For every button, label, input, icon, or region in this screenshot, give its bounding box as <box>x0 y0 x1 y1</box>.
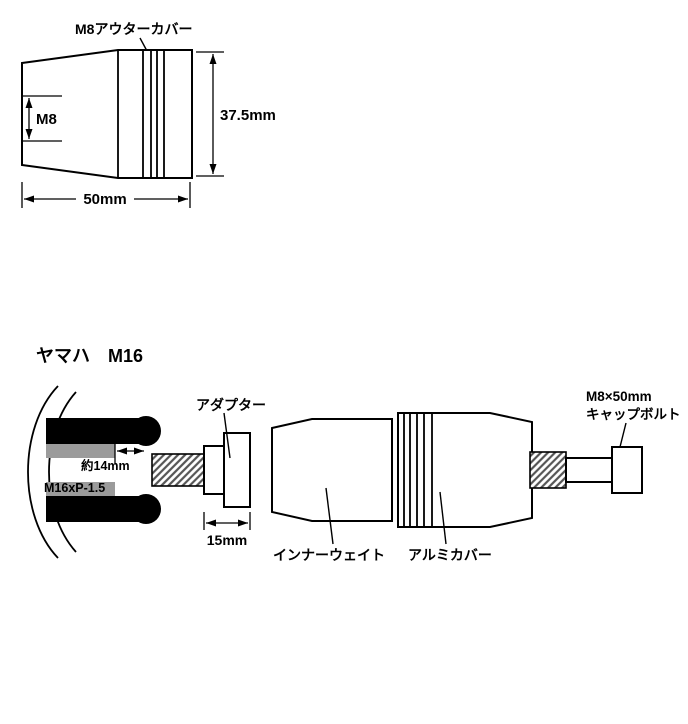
handlebar-thread-bottom <box>46 482 115 496</box>
inner-weight-label: インナーウェイト <box>273 547 385 563</box>
assembly-diagram: ヤマハ M16 約14mm M16xP-1.5 <box>27 346 681 563</box>
adapter-length-text: 15mm <box>207 532 247 548</box>
cap-bolt-shape <box>529 446 643 494</box>
height-dim-text: 37.5mm <box>220 107 276 124</box>
adapter-stud-thread <box>151 453 205 487</box>
cap-bolt-label-line2: キャップボルト <box>586 407 681 422</box>
bore-dim-text: M8 <box>36 111 57 128</box>
depth-dimension: 約14mm <box>81 444 144 473</box>
bore-dimension: M8 <box>22 95 62 142</box>
cap-bolt-label-line1: M8×50mm <box>586 389 652 404</box>
cap-bolt-thread <box>529 451 567 489</box>
thread-spec-text: M16xP-1.5 <box>44 481 105 495</box>
alumi-cover-leader-line <box>439 491 447 545</box>
adapter-label: アダプター <box>196 397 266 413</box>
alumi-cover-label: アルミカバー <box>408 547 492 563</box>
length-dimension: 50mm <box>21 182 191 208</box>
adapter-leader-line <box>223 412 231 459</box>
length-dim-text: 50mm <box>83 191 126 208</box>
outer-cover-label: M8アウターカバー <box>75 21 192 37</box>
alumi-cover-shape <box>397 412 533 528</box>
cap-bolt-head <box>611 446 643 494</box>
height-dimension: 37.5mm <box>196 51 276 177</box>
cap-bolt-leader-line <box>619 422 627 448</box>
assembly-title: ヤマハ M16 <box>36 346 143 366</box>
inner-weight-shape <box>271 418 393 522</box>
handlebar-break-lines <box>27 385 77 559</box>
depth-dim-text: 約14mm <box>81 458 130 473</box>
inner-weight-leader-line <box>325 487 334 545</box>
handlebar-walls <box>46 416 161 524</box>
handlebar-thread-top <box>46 444 115 458</box>
outer-cover-ridge-lines <box>117 50 165 178</box>
cap-bolt-shaft <box>565 457 613 483</box>
adapter-length-dimension: 15mm <box>203 512 251 548</box>
alumi-cover-ridge-lines <box>403 413 433 527</box>
outer-cover-diagram: M8アウターカバー M8 37.5mm <box>21 21 276 208</box>
outer-cover-leader-line <box>139 37 148 52</box>
adapter-shape <box>203 432 251 508</box>
